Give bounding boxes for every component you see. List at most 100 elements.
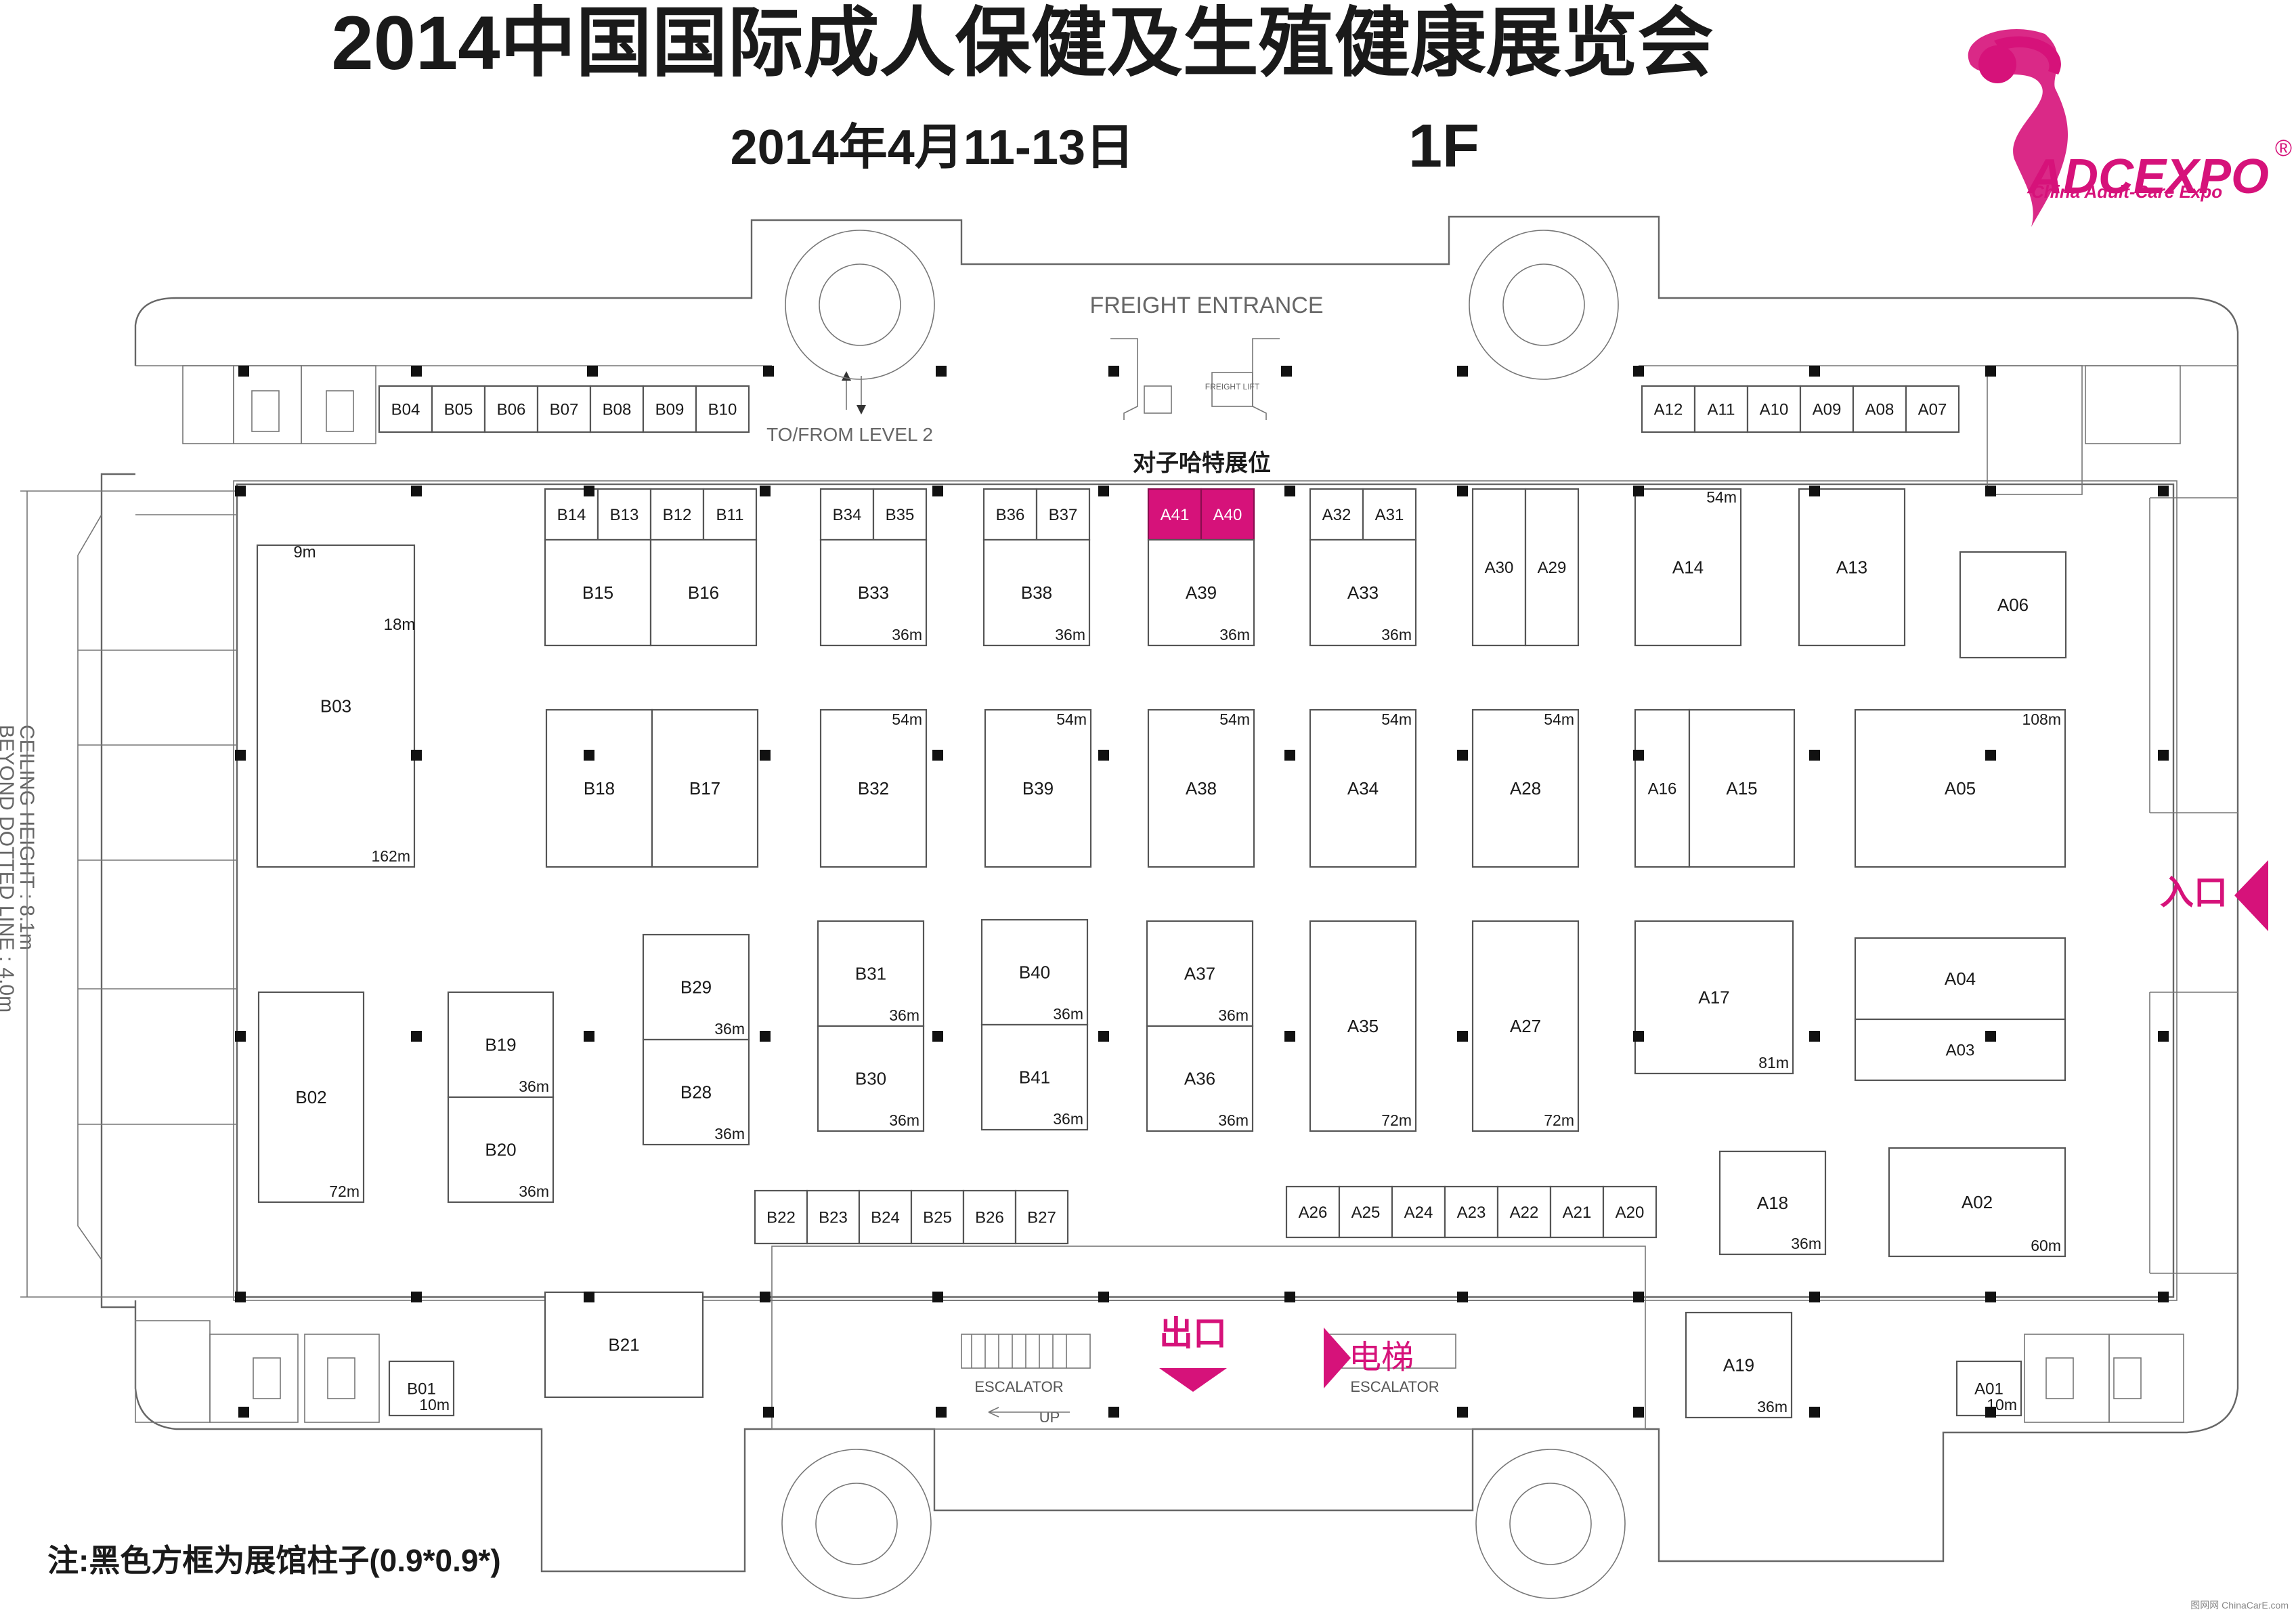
booth-a26[interactable]: A26 [1285, 1185, 1341, 1239]
booth-a12[interactable]: A12 [1641, 385, 1696, 433]
booth-id-label: A14 [1672, 557, 1704, 578]
booth-a31[interactable]: A31 [1362, 488, 1417, 541]
booth-b21[interactable]: B21 [544, 1291, 704, 1399]
booth-id-label: B18 [584, 778, 615, 799]
booth-a09[interactable]: A09 [1799, 385, 1855, 433]
booth-outline [642, 385, 697, 433]
booth-id-label: A03 [1946, 1041, 1975, 1059]
booth-b18[interactable]: B18 [545, 708, 653, 868]
booth-b10[interactable]: B10 [695, 385, 750, 433]
booth-id-label: B07 [550, 400, 579, 419]
booth-b26[interactable]: B26 [962, 1189, 1017, 1245]
booth-b14[interactable]: B14 [544, 488, 599, 541]
booth-a25[interactable]: A25 [1338, 1185, 1393, 1239]
booth-b23[interactable]: B23 [806, 1189, 861, 1245]
booth-id-label: A23 [1457, 1204, 1486, 1222]
booth-a08[interactable]: A08 [1852, 385, 1907, 433]
booth-b08[interactable]: B08 [589, 385, 645, 433]
booth-size-label: 36m [1055, 626, 1085, 643]
booth-b06[interactable]: B06 [483, 385, 539, 433]
booth-size-label: 162m [371, 847, 410, 865]
pillar-note: 注:黑色方框为展馆柱子(0.9*0.9*) [47, 1543, 501, 1578]
booth-b36[interactable]: B36 [982, 488, 1038, 541]
booth-a15[interactable]: A15 [1688, 708, 1796, 868]
booth-a23[interactable]: A23 [1444, 1185, 1499, 1239]
booth-a11[interactable]: A11 [1693, 385, 1749, 433]
booth-b15[interactable]: B15 [544, 538, 652, 647]
booth-b07[interactable]: B07 [536, 385, 592, 433]
booth-size-label: 36m [1791, 1235, 1821, 1252]
booth-a07[interactable]: A07 [1905, 385, 1960, 433]
booth-b05[interactable]: B05 [431, 385, 486, 433]
booth-b24[interactable]: B24 [858, 1189, 913, 1245]
booth-id-label: A05 [1945, 778, 1976, 799]
booth-a20[interactable]: A20 [1602, 1185, 1658, 1239]
booth-a40[interactable]: A40 [1200, 488, 1255, 541]
booth-a41[interactable]: A41 [1147, 488, 1203, 541]
booth-b35[interactable]: B35 [872, 488, 928, 541]
booth-a32[interactable]: A32 [1309, 488, 1364, 541]
booth-a22[interactable]: A22 [1496, 1185, 1552, 1239]
booth-b22[interactable]: B22 [754, 1189, 808, 1245]
pillar [1633, 1407, 1644, 1418]
booth-a30[interactable]: A30 [1471, 488, 1527, 647]
booth-b12[interactable]: B12 [649, 488, 705, 541]
booth-b38[interactable]: B38 36m [982, 538, 1091, 647]
booth-a06[interactable]: A06 [1959, 551, 2067, 659]
pillar [760, 1292, 771, 1302]
booth-a13[interactable]: A13 [1798, 488, 1906, 647]
booth-b25[interactable]: B25 [910, 1189, 965, 1245]
booth-a29[interactable]: A29 [1524, 488, 1580, 647]
booth-size-label: 36m [714, 1020, 745, 1038]
booth-a03[interactable]: A03 [1854, 1018, 2066, 1082]
booth-outline [597, 488, 652, 541]
booth-a10[interactable]: A10 [1746, 385, 1802, 433]
booth-b16[interactable]: B16 [649, 538, 758, 647]
booth-b11[interactable]: B11 [702, 488, 758, 541]
booth-b37[interactable]: B37 [1035, 488, 1091, 541]
booth-size-label: 81m [1758, 1054, 1789, 1071]
booth-b17[interactable]: B17 [651, 708, 759, 868]
pillar [1098, 1292, 1109, 1302]
booth-b04[interactable]: B04 [378, 385, 433, 433]
booth-b13[interactable]: B13 [597, 488, 652, 541]
booth-b09[interactable]: B09 [642, 385, 697, 433]
booth-b27[interactable]: B27 [1014, 1189, 1069, 1245]
booth-a21[interactable]: A21 [1549, 1185, 1605, 1239]
booth-size-label: 36m [1219, 626, 1250, 643]
booth-b34[interactable]: B34 [819, 488, 875, 541]
booth-a16[interactable]: A16 [1634, 708, 1691, 868]
booth-a04[interactable]: A04 [1854, 937, 2066, 1021]
booth-a24[interactable]: A24 [1391, 1185, 1446, 1239]
booth-id-label: B38 [1021, 582, 1052, 603]
